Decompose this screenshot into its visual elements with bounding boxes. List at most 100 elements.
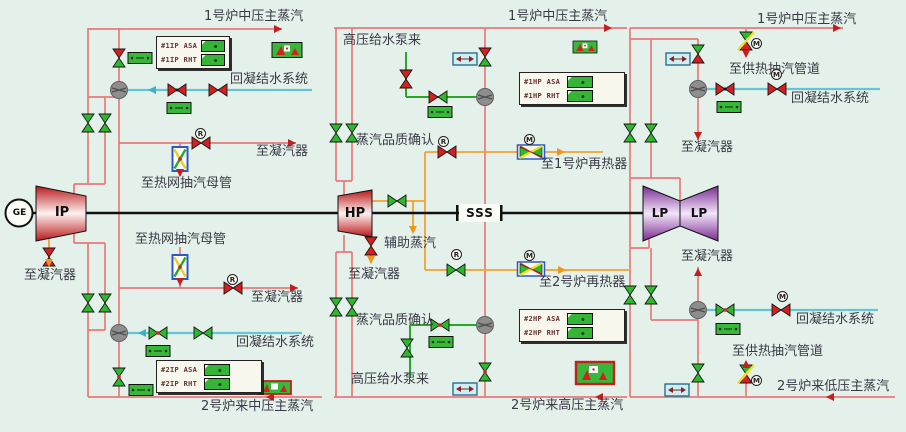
valve[interactable] bbox=[98, 113, 112, 133]
attemperator bbox=[109, 80, 129, 100]
valve-mode-badge: M bbox=[751, 375, 762, 386]
panel-button[interactable] bbox=[200, 53, 225, 66]
extraction-valve-indicator[interactable] bbox=[171, 253, 189, 281]
status-box bbox=[427, 106, 453, 118]
valve[interactable] bbox=[148, 326, 168, 340]
valve[interactable] bbox=[623, 123, 637, 143]
panel-hp1: #1HP ASA #1HP RHT bbox=[519, 72, 625, 105]
valve-mode-badge: M bbox=[751, 38, 762, 49]
reheater2-valve[interactable] bbox=[446, 263, 466, 277]
panel-button[interactable] bbox=[567, 75, 593, 88]
sss-clutch-label: SSS bbox=[460, 205, 500, 221]
valve-mode-badge: R bbox=[451, 249, 462, 260]
valve[interactable] bbox=[329, 123, 343, 143]
generator-symbol bbox=[4, 198, 34, 228]
panel-ip1: #1IP ASA #1IP RHT bbox=[156, 36, 230, 69]
pipe-label: 1号炉中压主蒸汽 bbox=[757, 12, 857, 27]
status-box bbox=[716, 101, 742, 113]
valve[interactable] bbox=[691, 44, 705, 64]
position-indicator[interactable] bbox=[452, 52, 478, 66]
pipe-label: 蒸汽品质确认 bbox=[356, 133, 435, 148]
panel-button[interactable] bbox=[567, 89, 593, 102]
valve[interactable] bbox=[193, 326, 213, 340]
pipe-label: 蒸汽品质确认 bbox=[356, 313, 435, 328]
panel-label: #1IP RHT bbox=[161, 55, 198, 64]
pump-status-box bbox=[258, 380, 292, 395]
valve[interactable] bbox=[430, 318, 450, 332]
pump-status-box bbox=[271, 42, 303, 58]
pipe-label: 至热网抽汽母管 bbox=[141, 176, 233, 191]
valve-mode-badge: R bbox=[227, 274, 238, 285]
valve-mode-badge: M bbox=[777, 291, 788, 302]
ip-turbine bbox=[35, 185, 87, 242]
extraction-block-valve[interactable] bbox=[737, 31, 755, 51]
lp-turbine-2 bbox=[679, 185, 719, 242]
panel-button[interactable] bbox=[204, 377, 230, 390]
valve[interactable] bbox=[644, 285, 658, 305]
valve[interactable] bbox=[767, 82, 787, 96]
valve[interactable] bbox=[644, 123, 658, 143]
panel-button[interactable] bbox=[200, 39, 225, 52]
valve[interactable] bbox=[691, 363, 705, 383]
pipe-label: 至供热抽汽管道 bbox=[732, 344, 824, 359]
valve[interactable] bbox=[81, 293, 95, 313]
attemperator bbox=[109, 323, 129, 343]
valve-mode-badge: M bbox=[524, 134, 535, 145]
status-box bbox=[428, 336, 454, 348]
valve-mode-badge: M bbox=[524, 250, 535, 261]
panel-label: #1IP ASA bbox=[161, 41, 198, 50]
valve[interactable] bbox=[428, 90, 448, 104]
valve[interactable] bbox=[478, 362, 492, 382]
valve[interactable] bbox=[400, 338, 414, 358]
valve[interactable] bbox=[715, 303, 735, 317]
valve[interactable] bbox=[81, 113, 95, 133]
reheater1-valve[interactable] bbox=[437, 145, 457, 159]
attemperator bbox=[475, 87, 495, 107]
valve[interactable] bbox=[715, 82, 735, 96]
position-indicator[interactable] bbox=[452, 382, 478, 396]
pipe-label: 至凝汽器 bbox=[681, 249, 734, 264]
pipe-label: 至1号炉再热器 bbox=[541, 157, 628, 172]
pipe-label: 2号炉来中压主蒸汽 bbox=[201, 399, 314, 414]
valve-mode-badge: R bbox=[195, 128, 206, 139]
status-box bbox=[127, 52, 153, 64]
main-steam-pipes bbox=[73, 27, 895, 398]
valve[interactable] bbox=[167, 83, 187, 97]
panel-label: #2HP RHT bbox=[524, 328, 561, 337]
pipe-label: 至凝汽器 bbox=[24, 268, 77, 283]
valve[interactable] bbox=[623, 285, 637, 305]
valve[interactable] bbox=[399, 69, 413, 89]
extraction-valve-indicator[interactable] bbox=[171, 145, 189, 173]
pipe-label: 2号炉来高压主蒸汽 bbox=[511, 398, 624, 413]
valve[interactable] bbox=[329, 297, 343, 317]
pipe-label: 至热网抽汽母管 bbox=[135, 232, 227, 247]
panel-button[interactable] bbox=[204, 363, 230, 376]
position-indicator[interactable] bbox=[664, 383, 690, 397]
hp-exhaust-isolation-valve[interactable] bbox=[387, 194, 407, 208]
reheat-isolation-indicator[interactable] bbox=[516, 260, 546, 278]
shaft-tick bbox=[500, 205, 503, 221]
position-indicator[interactable] bbox=[665, 52, 691, 66]
pipe-label: 回凝结水系统 bbox=[796, 312, 875, 327]
valve-mode-badge: M bbox=[771, 69, 782, 80]
pipe-label: 高压给水泵来 bbox=[351, 372, 430, 387]
valve[interactable] bbox=[112, 367, 126, 387]
panel-hp2: #2HP ASA #2HP RHT bbox=[519, 309, 625, 342]
status-box bbox=[715, 323, 741, 335]
valve[interactable] bbox=[208, 83, 228, 97]
valve[interactable] bbox=[771, 303, 791, 317]
pipe-label: 回凝结水系统 bbox=[230, 72, 309, 87]
panel-button[interactable] bbox=[567, 326, 593, 339]
valve[interactable] bbox=[98, 293, 112, 313]
extraction-block-valve[interactable] bbox=[737, 364, 755, 384]
pipe-label: 至2号炉再热器 bbox=[539, 275, 626, 290]
flow-arrows-condensate bbox=[138, 86, 156, 337]
valve[interactable] bbox=[112, 48, 126, 68]
condensate-pipes bbox=[128, 87, 880, 335]
panel-button[interactable] bbox=[567, 312, 593, 325]
hp-exhaust-valve[interactable] bbox=[364, 236, 378, 256]
valve[interactable] bbox=[478, 47, 492, 67]
shaft-tick bbox=[456, 205, 459, 221]
